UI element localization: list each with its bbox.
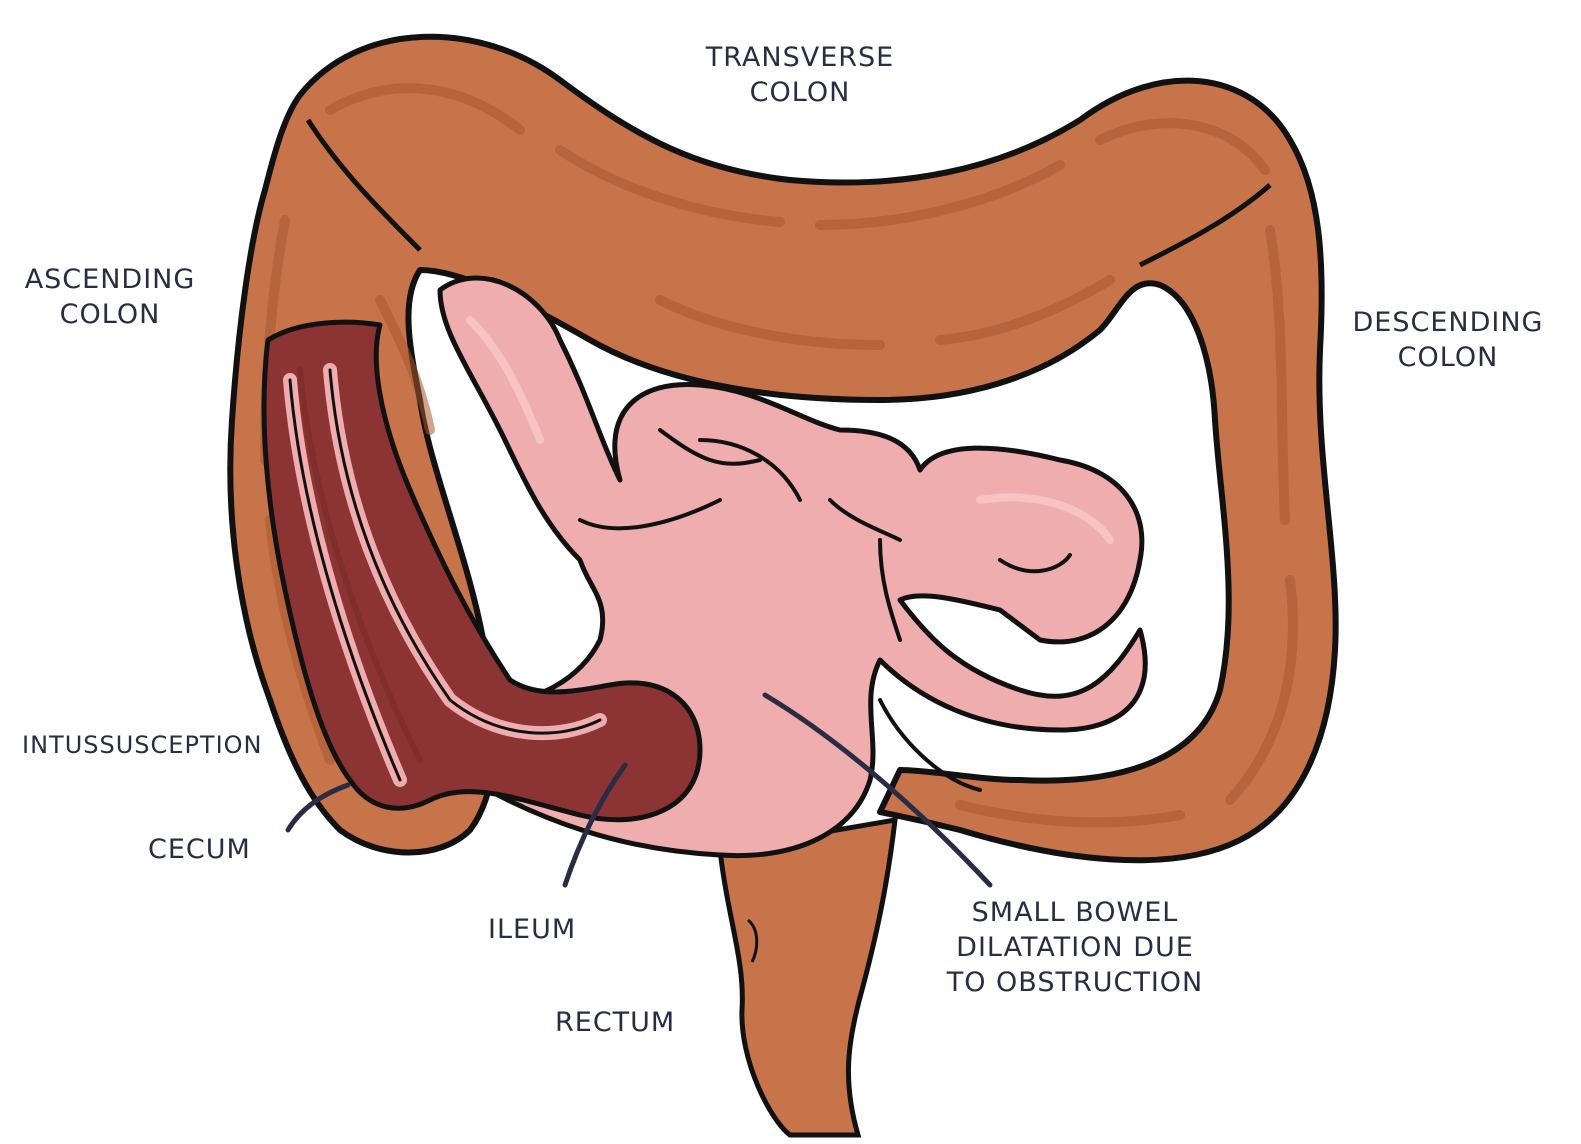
rectum-shape bbox=[720, 820, 895, 1135]
label-ileum: ILEUM bbox=[488, 912, 576, 947]
label-rectum: RECTUM bbox=[555, 1005, 675, 1040]
label-ascending-colon: ASCENDING COLON bbox=[15, 262, 205, 332]
label-small-bowel-dilatation: SMALL BOWEL DILATATION DUE TO OBSTRUCTIO… bbox=[940, 895, 1210, 1000]
label-cecum: CECUM bbox=[148, 832, 251, 867]
label-intussusception: INTUSSUSCEPTION bbox=[22, 730, 263, 761]
label-descending-colon: DESCENDING COLON bbox=[1338, 305, 1558, 375]
label-transverse-colon: TRANSVERSE COLON bbox=[690, 40, 910, 110]
